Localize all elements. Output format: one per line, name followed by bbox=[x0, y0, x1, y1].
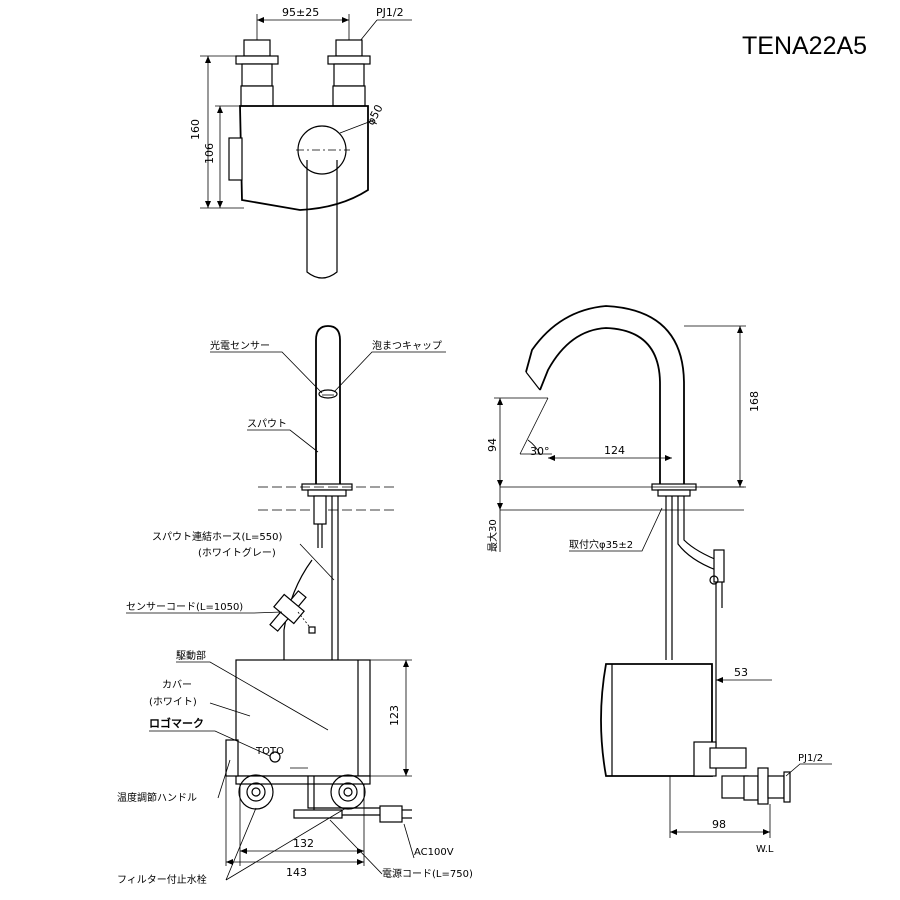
dim-spacing: 95±25 bbox=[282, 6, 319, 19]
label-mount-hole: 取付穴φ35±2 bbox=[569, 538, 633, 551]
dim-123: 123 bbox=[388, 705, 401, 726]
label-wl: W.L bbox=[756, 844, 774, 855]
dim-height-total: 160 bbox=[189, 119, 202, 140]
svg-text:TOTO: TOTO bbox=[255, 746, 284, 757]
angle-30: 30° bbox=[530, 445, 550, 458]
dim-124: 124 bbox=[604, 444, 625, 457]
dim-max30: 最大30 bbox=[486, 519, 499, 552]
label-sensor-cord: センサーコード(L=1050) bbox=[126, 601, 243, 613]
thread-label-side: PJ1/2 bbox=[798, 753, 823, 764]
dim-height-body: 106 bbox=[203, 143, 216, 164]
thread-label-top: PJ1/2 bbox=[376, 6, 404, 19]
label-cover: カバー bbox=[162, 679, 192, 691]
label-logo-mark: ロゴマーク bbox=[149, 716, 204, 730]
label-aerator-cap: 泡まつキャップ bbox=[372, 339, 442, 352]
dim-98: 98 bbox=[712, 818, 726, 831]
label-ac: AC100V bbox=[414, 847, 454, 858]
label-spout-hose-color: (ホワイトグレー) bbox=[198, 546, 276, 559]
label-spout-hose: スパウト連結ホース(L=550) bbox=[152, 530, 282, 543]
dim-53: 53 bbox=[734, 666, 748, 679]
label-cover-color: (ホワイト) bbox=[149, 696, 197, 708]
label-filter-valve: フィルター付止水栓 bbox=[117, 873, 207, 886]
label-power-cord: 電源コード(L=750) bbox=[382, 867, 473, 880]
label-spout: スパウト bbox=[247, 418, 287, 430]
label-drive-unit: 駆動部 bbox=[176, 649, 206, 662]
top-view: 95±25 PJ1/2 φ50 160 106 bbox=[189, 6, 412, 279]
label-photo-sensor: 光電センサー bbox=[210, 339, 270, 352]
dim-168: 168 bbox=[748, 391, 761, 412]
model-number: TENA22A5 bbox=[742, 32, 867, 60]
label-temp-handle: 温度調節ハンドル bbox=[117, 791, 197, 804]
dim-132: 132 bbox=[293, 837, 314, 850]
front-view: TOTO 123 132 143 光電センサー 泡まつ bbox=[117, 325, 473, 886]
side-view: 168 94 30° 124 最大30 取付穴φ35±2 53 PJ1/2 bbox=[486, 305, 832, 855]
dim-94: 94 bbox=[486, 438, 499, 452]
dim-143: 143 bbox=[286, 866, 307, 879]
